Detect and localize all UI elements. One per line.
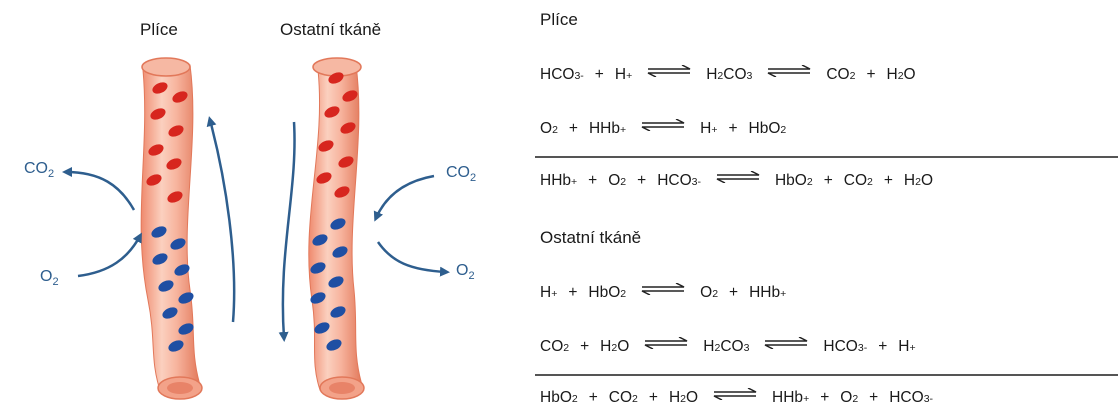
co2-out-arrow (62, 167, 136, 211)
o2-left-label: O2 (40, 268, 59, 289)
tissues-sum-divider (535, 374, 1118, 376)
lungs-section-title: Plíce (540, 10, 578, 29)
equilibrium-arrow-icon (647, 65, 691, 77)
equilibrium-arrow-icon (641, 283, 685, 295)
lungs-sum-divider (535, 156, 1118, 158)
equilibrium-arrow-icon (768, 65, 811, 77)
co2-right-label: CO2 (446, 164, 477, 185)
equilibrium-arrow-icon (644, 337, 688, 349)
vessels-diagram (62, 57, 450, 400)
tissues-section-title: Ostatní tkáně (540, 228, 642, 247)
co2-in-arrow (373, 174, 435, 222)
equilibrium-arrow-icon (641, 119, 685, 131)
equilibrium-arrow-icon (716, 171, 760, 183)
o2-in-arrow (77, 232, 142, 278)
flow-down-arrow (278, 121, 296, 342)
oxygenated-cells-right (316, 72, 358, 198)
flow-arrows (62, 116, 450, 342)
equilibrium-arrow-icon (713, 388, 757, 400)
lung-label: Plíce (140, 20, 178, 39)
tissue-label: Ostatní tkáně (280, 20, 382, 39)
deoxygenated-cells-left (151, 226, 194, 352)
o2-right-label: O2 (456, 262, 475, 283)
equilibrium-arrow-icon (765, 337, 808, 349)
oxygenated-cells-left (146, 82, 188, 203)
flow-up-arrow (206, 116, 236, 323)
co2-left-label: CO2 (24, 160, 55, 181)
o2-out-arrow (376, 241, 450, 277)
deoxygenated-cells-right (310, 218, 348, 351)
